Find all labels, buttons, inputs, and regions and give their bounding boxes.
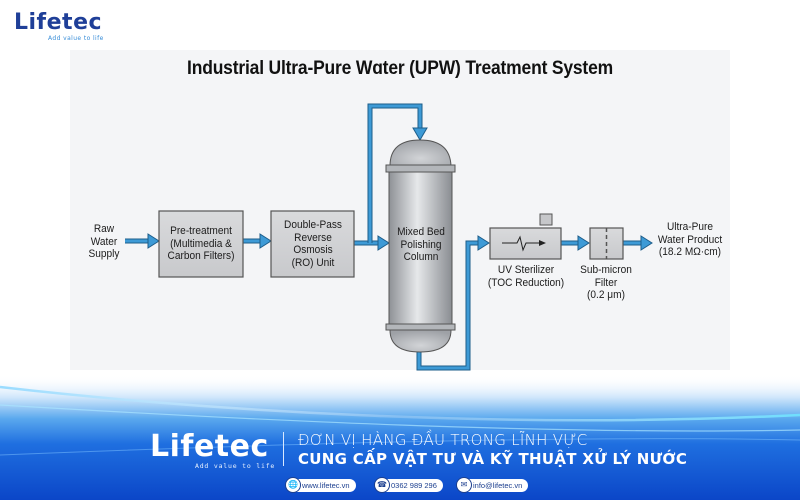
pipe-uv-to-filter [561,235,590,251]
pipes [125,103,653,371]
uv-sterilizer-unit [489,213,562,260]
pipe-mixed-bed-to-uv [416,235,490,371]
phone-icon: ☎ [374,477,390,493]
footer-brand-tagline: Add value to life [195,462,276,470]
label-mixed-bed: Mixed Bed Polishing Column [397,226,445,263]
label-ultra-pure-product: Ultra-Pure Water Product (18.2 MΩ·cm) [657,221,723,258]
brand-name: Lifetec [14,10,103,35]
pipe-pretreatment-to-ro [243,233,272,249]
footer-divider [283,432,284,466]
footer-slogan-line2: CUNG CẤP VẬT TƯ VÀ KỸ THUẬT XỬ LÝ NƯỚC [298,450,688,468]
pretreatment-unit [158,210,244,278]
pipe-ro-to-mixed-bed [354,103,428,251]
diagram-title: Industrial Ultra-Pure Wɑter (UPW) Treatm… [187,58,613,79]
pipe-raw-to-pretreatment [125,233,160,249]
sub-micron-filter-unit [589,227,624,260]
label-ro-unit: Double-Pass Reverse Osmosis (RO) Unit [284,219,342,269]
brand-tagline: Add value to life [48,35,104,42]
label-uv-sterilizer: UV Sterilizer (TOC Reduction) [487,264,565,289]
globe-icon: 🌐 [285,477,301,493]
mail-icon: ✉ [456,477,472,493]
phone-text: 0362 989 296 [391,481,437,490]
pipe-filter-to-product [623,235,653,251]
mixed-bed-vessel [385,139,456,353]
ro-unit [270,210,355,278]
website-link[interactable]: 🌐 www.lifetec.vn [285,477,356,493]
footer-brand-name: Lifetec [150,429,269,464]
label-raw-water-supply: Raw Water Supply [88,223,120,260]
uv-signal-icon [502,235,541,252]
brand-logo-top: Lifetec Add value to life [14,10,104,43]
email-link[interactable]: ✉ info@lifetec.vn [456,477,529,493]
label-sub-micron-filter: Sub-micron Filter (0.2 μm) [580,264,632,301]
footer-slogan-line1: ĐƠN VỊ HÀNG ĐẦU TRONG LĨNH VỰC [298,431,588,449]
email-text: info@lifetec.vn [473,481,523,490]
phone-link[interactable]: ☎ 0362 989 296 [374,477,443,493]
website-text: www.lifetec.vn [302,481,350,490]
label-pretreatment: Pre-treatment (Multimedia & Carbon Filte… [167,225,235,262]
